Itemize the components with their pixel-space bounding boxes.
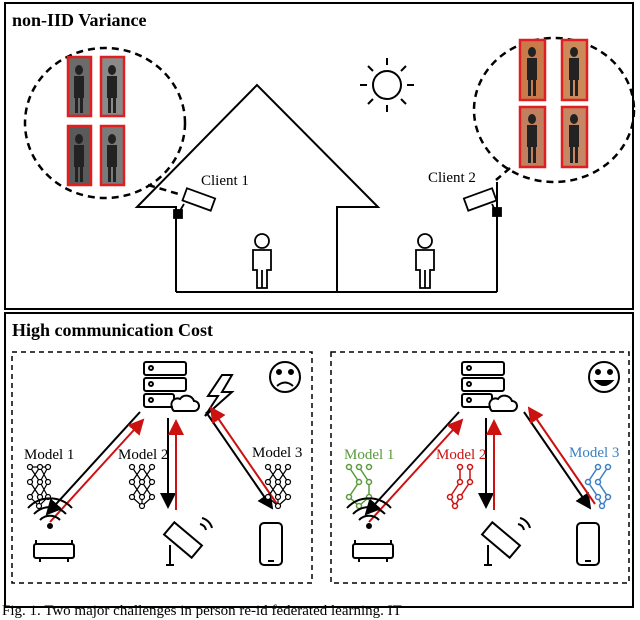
panel-title: non-IID Variance bbox=[12, 10, 147, 30]
client1-thought-bubble bbox=[23, 46, 187, 200]
figure-caption: Fig. 1. Two major challenges in person r… bbox=[2, 603, 402, 619]
traditional-fl-box bbox=[11, 351, 313, 584]
sparse-net-red-icon bbox=[446, 463, 474, 510]
neural-net-icon bbox=[264, 463, 292, 510]
neural-net-icon bbox=[26, 463, 52, 510]
proposed-fl-box bbox=[330, 351, 630, 584]
cctv-camera-icon bbox=[173, 187, 217, 219]
client2-label: Client 2 bbox=[428, 170, 476, 186]
client2-person-images bbox=[518, 38, 589, 169]
cctv-camera-icon bbox=[462, 187, 502, 217]
lightning-icon bbox=[204, 374, 235, 417]
client2-thought-bubble bbox=[472, 36, 636, 184]
neural-net-icon bbox=[128, 463, 156, 510]
model3-label: Model 3 bbox=[252, 445, 303, 461]
left-arrows bbox=[45, 406, 278, 523]
server-cloud-icon bbox=[461, 361, 518, 412]
right-arrows bbox=[364, 406, 596, 523]
model3-label: Model 3 bbox=[569, 445, 620, 461]
smartphone-icon bbox=[259, 522, 283, 566]
sparse-net-green-icon bbox=[345, 463, 373, 510]
wifi-router-icon bbox=[27, 497, 75, 562]
person-icon bbox=[252, 233, 272, 289]
happy-face-icon bbox=[588, 361, 620, 393]
person-icon bbox=[415, 233, 435, 289]
sun-icon bbox=[360, 58, 414, 112]
cctv-camera-icon bbox=[480, 517, 531, 566]
sad-face-icon bbox=[269, 361, 301, 393]
sparse-net-blue-icon bbox=[584, 463, 612, 510]
client1-person-images bbox=[66, 55, 126, 187]
wifi-router-icon bbox=[346, 497, 394, 562]
model2-label: Model 2 bbox=[118, 447, 169, 463]
smartphone-icon bbox=[576, 522, 600, 566]
model1-label: Model 1 bbox=[344, 447, 395, 463]
non-iid-panel: non-IID Variance bbox=[4, 2, 634, 310]
communication-cost-panel: High communication Cost bbox=[4, 312, 634, 608]
cctv-camera-icon bbox=[162, 517, 213, 566]
model2-label: Model 2 bbox=[436, 447, 487, 463]
server-cloud-icon bbox=[143, 361, 200, 412]
house-outline bbox=[134, 83, 498, 293]
model1-label: Model 1 bbox=[24, 447, 75, 463]
client1-label: Client 1 bbox=[201, 173, 249, 189]
panel-title: High communication Cost bbox=[12, 320, 214, 340]
